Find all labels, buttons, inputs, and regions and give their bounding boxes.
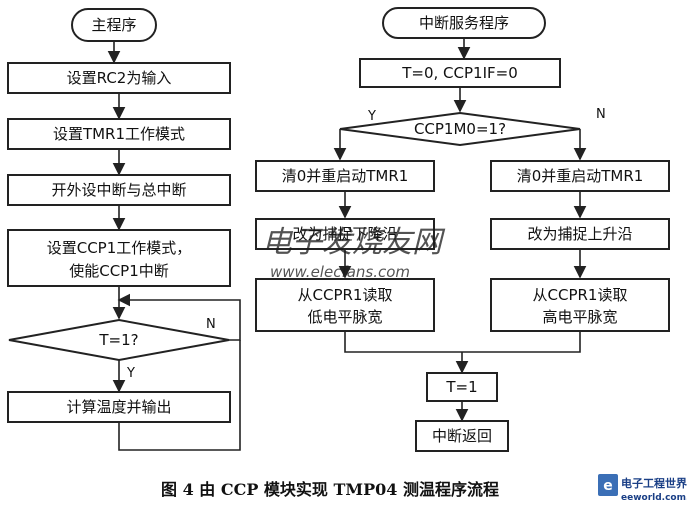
decision-no-label: N xyxy=(206,317,216,332)
right-branch-capture-rising-label: 改为捕捉上升沿 xyxy=(527,225,632,243)
step-interrupt-return-label: 中断返回 xyxy=(432,427,492,445)
isr-terminal-label: 中断服务程序 xyxy=(419,14,509,32)
step-interrupt-return xyxy=(415,420,509,452)
eeworld-logo: e 电子工程世界 eeworld.com.cn xyxy=(598,474,687,503)
step-set-t-1-label: T=1 xyxy=(445,378,477,396)
step-enable-interrupts xyxy=(7,174,231,206)
eeworld-logo-url: eeworld.com.cn xyxy=(621,493,687,503)
decision-yes-label: Y xyxy=(126,366,135,381)
step-set-rc2-input xyxy=(7,62,231,94)
right-branch-read-high-pulse xyxy=(490,278,670,332)
eeworld-logo-icon xyxy=(598,474,618,496)
left-branch-restart-tmr1 xyxy=(255,160,435,192)
svg-text:e: e xyxy=(603,478,613,494)
decision-ccp1m0-label: CCP1M0=1? xyxy=(414,120,506,138)
main-program-flow: 主程序 设置RC2为输入 设置TMR1工作模式 开外设中断与总中断 设置CCP1… xyxy=(7,8,241,451)
watermark-url: www.elecfans.com xyxy=(270,263,410,281)
step-set-ccp1-mode-line2: 使能CCP1中断 xyxy=(69,262,169,280)
step-enable-interrupts-label: 开外设中断与总中断 xyxy=(51,181,186,199)
decision-ccp1m0-no: N xyxy=(596,107,606,122)
interrupt-service-flow: 中断服务程序 T=0, CCP1IF=0 CCP1M0=1? Y N 清0并重启… xyxy=(255,7,670,452)
left-branch-capture-falling-label: 改为捕捉下降沿 xyxy=(292,225,397,243)
left-branch-read-line2: 低电平脉宽 xyxy=(307,308,382,326)
decision-ccp1m0 xyxy=(339,111,581,147)
right-branch-read-line2: 高电平脉宽 xyxy=(542,308,617,326)
right-branch-read-line1: 从CCPR1读取 xyxy=(533,286,628,304)
step-compute-temperature-label: 计算温度并输出 xyxy=(66,398,171,416)
step-set-tmr1-mode-label: 设置TMR1工作模式 xyxy=(53,125,185,143)
eeworld-logo-cn: 电子工程世界 xyxy=(621,476,687,490)
step-reset-t-flag-label: T=0, CCP1IF=0 xyxy=(401,64,518,82)
step-set-ccp1-mode-line1: 设置CCP1工作模式， xyxy=(47,239,192,257)
right-branch-capture-rising xyxy=(490,218,670,250)
step-compute-temperature xyxy=(7,391,231,423)
watermark: 电子发烧友网 www.elecfans.com xyxy=(262,225,446,281)
watermark-cn: 电子发烧友网 xyxy=(262,225,446,260)
step-set-t-1 xyxy=(426,372,498,402)
left-branch-read-line1: 从CCPR1读取 xyxy=(298,286,393,304)
decision-t-equals-1-label: T=1? xyxy=(98,331,138,349)
step-set-rc2-input-label: 设置RC2为输入 xyxy=(67,69,172,87)
step-reset-t-flag xyxy=(359,58,561,88)
step-set-ccp1-mode xyxy=(7,229,231,287)
right-branch-restart-tmr1-label: 清0并重启动TMR1 xyxy=(517,167,644,185)
decision-ccp1m0-yes: Y xyxy=(367,109,376,124)
main-program-label: 主程序 xyxy=(91,16,136,34)
right-branch-restart-tmr1 xyxy=(490,160,670,192)
figure-caption: 图 4 由 CCP 模块实现 TMP04 测温程序流程 xyxy=(161,480,499,499)
left-branch-restart-tmr1-label: 清0并重启动TMR1 xyxy=(282,167,409,185)
